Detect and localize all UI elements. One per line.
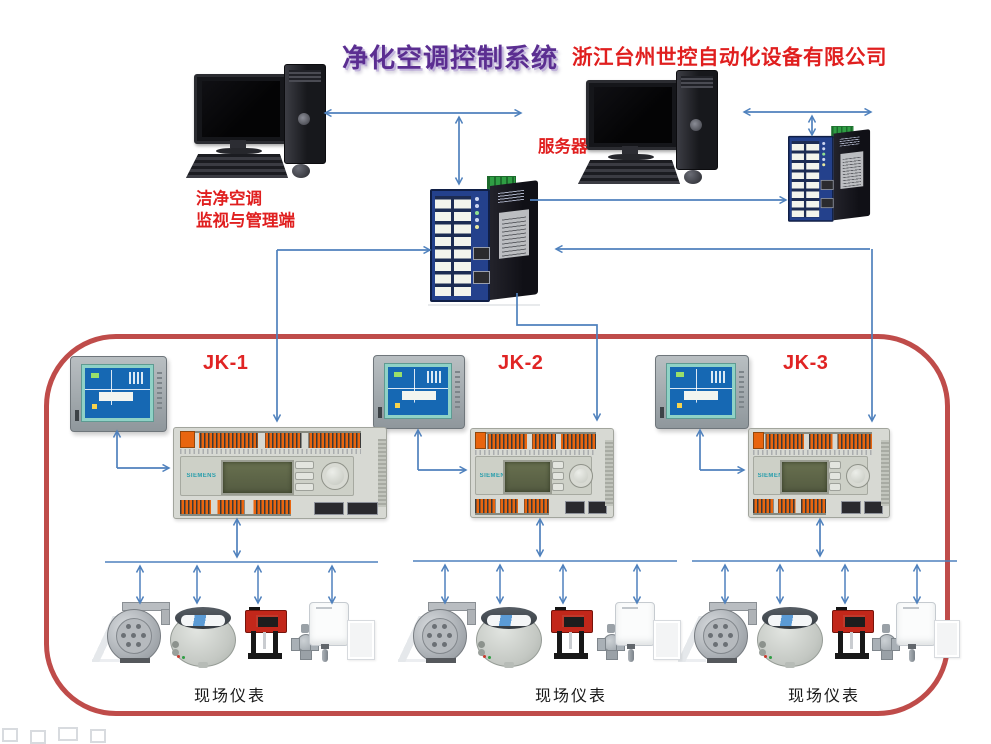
rotary-knob — [845, 463, 870, 488]
valve-actuator-jk1 — [242, 607, 288, 661]
rotary-knob — [568, 463, 593, 488]
monitor-icon — [586, 80, 680, 150]
rj45-ports — [435, 196, 471, 296]
central-ethernet-switch — [430, 176, 540, 306]
monitor-base — [216, 148, 262, 154]
io-terminals-bottom — [475, 499, 550, 515]
ddc-controller-jk2: SIEMENS — [470, 428, 614, 518]
brand-mark: SIEMENS — [479, 472, 510, 479]
monitor-screen — [594, 87, 672, 143]
status-leds — [822, 141, 826, 145]
function-buttons — [294, 460, 314, 491]
workstation-pc — [186, 64, 338, 186]
io-terminals-top — [475, 432, 596, 449]
rotary-knob — [320, 461, 349, 490]
zone-label-jk3: JK-3 — [783, 352, 829, 374]
control-valve-jk3 — [872, 624, 900, 660]
comm-ports — [313, 502, 378, 515]
lcd-display — [780, 459, 830, 495]
monitor-neck — [230, 140, 246, 148]
ddc-controller-jk1: SIEMENS — [173, 427, 387, 519]
rj45-ports — [791, 141, 820, 218]
valve-actuator-jk3 — [829, 607, 875, 661]
company-name: 浙江台州世控自动化设备有限公司 — [572, 46, 887, 69]
io-terminals-bottom — [180, 500, 291, 516]
function-buttons — [828, 460, 842, 491]
heatsink-fins — [378, 438, 386, 508]
hmi-screen — [85, 368, 150, 418]
lcd-display — [502, 459, 553, 495]
page-title: 净化空调控制系统 — [342, 43, 559, 73]
pressure-switch-jk1 — [168, 604, 238, 668]
pc-tower-icon — [676, 70, 718, 170]
zone-links — [117, 249, 872, 557]
mouse-icon — [292, 164, 310, 178]
mouse-icon — [684, 170, 702, 184]
wall-sensor-plate-jk1 — [347, 620, 375, 660]
hmi-touch-panel-jk2 — [373, 355, 465, 429]
io-terminals-bottom — [753, 499, 826, 515]
comm-ports — [841, 501, 884, 514]
monitor-neck — [622, 146, 638, 154]
brand-mark: SIEMENS — [186, 472, 217, 479]
heatsink-fins — [881, 439, 889, 507]
workstation-label-line2: 监视与管理端 — [196, 212, 295, 230]
damper-actuator-jk3 — [693, 601, 757, 663]
keyboard-icon — [578, 160, 680, 184]
io-terminals-top — [180, 431, 361, 448]
lcd-display — [220, 459, 294, 495]
pressure-switch-jk2 — [474, 604, 544, 668]
workstation-label: 洁净空调 监视与管理端 — [196, 188, 295, 232]
keyboard-icon — [186, 154, 288, 178]
wall-sensor-plate-jk2 — [653, 620, 681, 660]
pc-tower-icon — [284, 64, 326, 164]
damper-actuator-jk1 — [106, 601, 170, 663]
instruments-caption-jk1: 现场仪表 — [194, 688, 267, 705]
hmi-frame — [666, 363, 736, 419]
workstation-label-line1: 洁净空调 — [196, 190, 262, 208]
pressure-switch-jk3 — [755, 604, 825, 668]
instruments-caption-jk2: 现场仪表 — [535, 688, 608, 705]
terminal-numbers — [475, 450, 596, 455]
zone-label-jk1: JK-1 — [203, 352, 249, 374]
right-ethernet-switch — [788, 126, 872, 225]
wall-sensor-plate-jk3 — [934, 620, 960, 658]
monitor-icon — [194, 74, 288, 144]
valve-actuator-jk2 — [548, 607, 594, 661]
hmi-frame — [81, 364, 154, 422]
function-buttons — [551, 460, 565, 491]
controller-face: SIEMENS — [753, 456, 870, 496]
hmi-screen — [670, 367, 732, 415]
controller-face: SIEMENS — [180, 455, 355, 496]
fieldbus-lines — [105, 560, 957, 603]
brand-mark: SIEMENS — [757, 472, 788, 479]
hmi-frame — [384, 363, 452, 419]
server-pc — [578, 70, 730, 192]
server-label: 服务器 — [538, 138, 588, 156]
switch-shadow — [428, 304, 540, 306]
hmi-touch-panel-jk1 — [70, 356, 167, 432]
monitor-screen — [202, 81, 280, 137]
terminal-numbers — [753, 450, 873, 455]
monitor-base — [608, 154, 654, 160]
comm-ports — [564, 501, 608, 514]
status-leds — [475, 197, 479, 201]
backbone-links — [325, 112, 871, 200]
heatsink-fins — [605, 439, 613, 507]
controller-face: SIEMENS — [475, 456, 593, 496]
terminal-numbers — [180, 449, 361, 454]
damper-actuator-jk2 — [412, 601, 476, 663]
io-terminals-top — [753, 432, 873, 449]
instruments-caption-jk3: 现场仪表 — [788, 688, 861, 705]
zone-label-jk2: JK-2 — [498, 352, 544, 374]
switch-front-panel — [430, 189, 490, 302]
ddc-controller-jk3: SIEMENS — [748, 428, 890, 518]
hmi-screen — [388, 367, 448, 415]
temp-humidity-sensor-jk1 — [309, 602, 349, 662]
control-zone-boundary — [44, 334, 950, 716]
